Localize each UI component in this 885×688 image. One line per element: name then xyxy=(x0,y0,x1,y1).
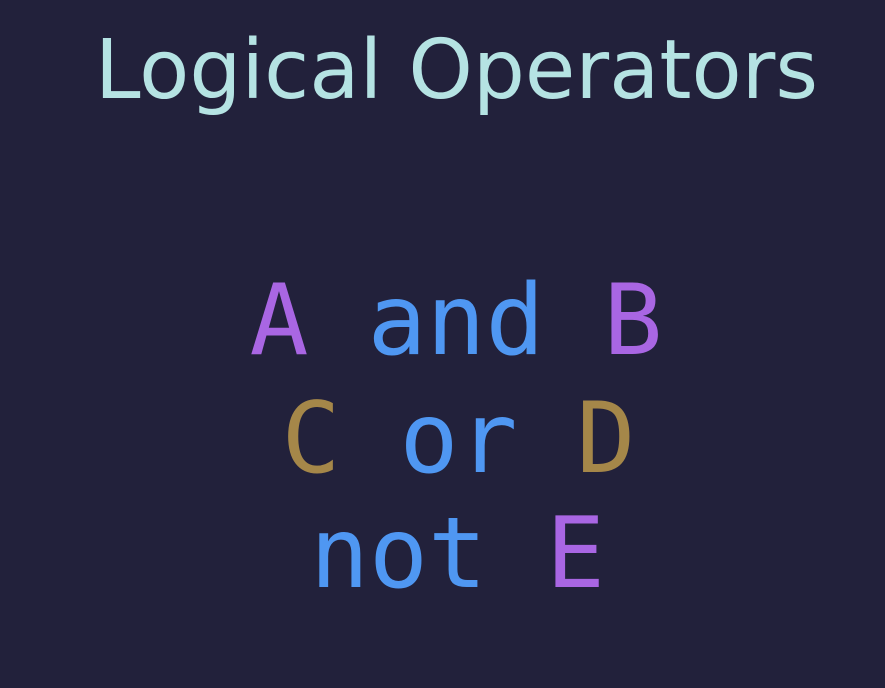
expression-or: C or D xyxy=(0,390,885,488)
operand-e: E xyxy=(546,497,606,611)
operand-c: C xyxy=(281,382,341,496)
keyword-and: and xyxy=(367,264,545,378)
slide-title: Logical Operators xyxy=(94,23,819,118)
keyword-or: or xyxy=(399,382,518,496)
operand-b: B xyxy=(603,264,663,378)
operand-a: A xyxy=(249,264,309,378)
keyword-not: not xyxy=(309,497,487,611)
expression-not: not E xyxy=(0,505,885,603)
operand-d: D xyxy=(576,382,636,496)
expression-and: A and B xyxy=(0,272,885,370)
